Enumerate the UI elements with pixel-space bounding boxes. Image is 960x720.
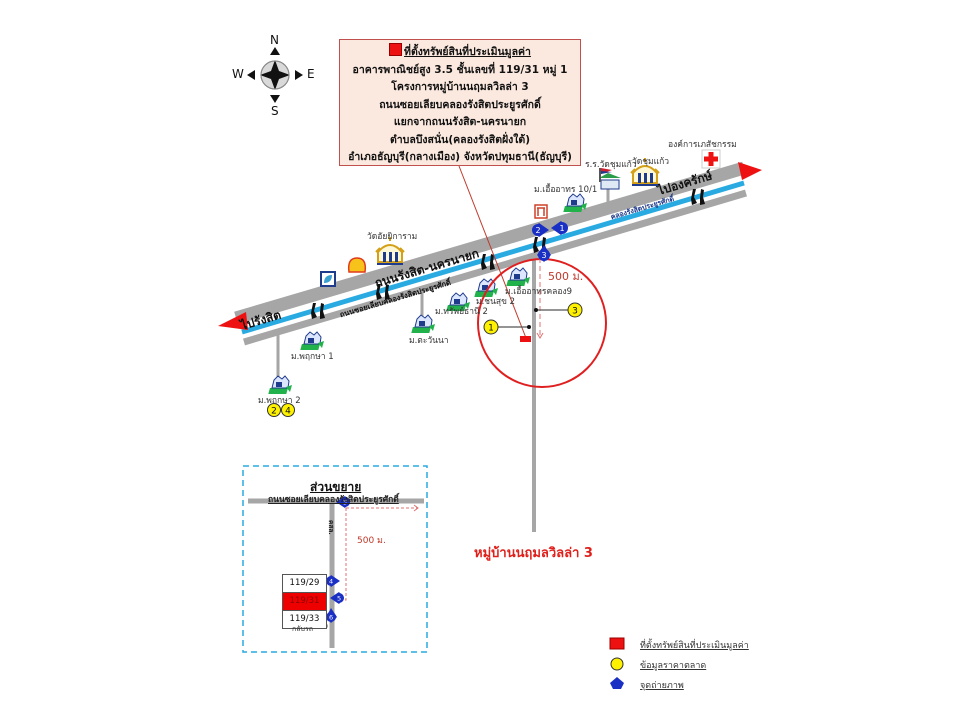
photo-point-2[interactable]: 2 [532, 223, 549, 237]
lot-119-31-subject: 119/31 [282, 592, 327, 611]
info-line: อาคารพาณิชย์สูง 3.5 ชั้นเลขที่ 119/31 หม… [352, 63, 568, 76]
photo-point-3[interactable]: 3 [537, 245, 551, 262]
legend-label: ที่ตั้งทรัพย์สินที่ประเมินมูลค่า [640, 641, 749, 651]
canal-road [243, 189, 747, 346]
photo-point-4[interactable]: 4 [326, 575, 340, 587]
photo-point-5[interactable]: 5 [330, 592, 344, 604]
village-label: ม.พฤกษา 2 [258, 396, 301, 406]
bank-icon [320, 271, 336, 287]
compass-rose [247, 47, 303, 103]
village-label: ม.ตะวันนา [409, 336, 449, 346]
inset-title: ส่วนขยาย [310, 480, 362, 494]
info-line: แยกจากถนนรังสิต-นครนายก [393, 116, 527, 128]
photo-point-6[interactable]: 6 [326, 608, 337, 623]
village-label: ม.ชนสุข 2 [476, 297, 515, 307]
village-icon [267, 375, 293, 395]
inset-border [242, 465, 428, 653]
property-info-box: ที่ตั้งทรัพย์สินที่ประเมินมูลค่า อาคารพา… [339, 39, 581, 166]
lot-119-33: 119/33 [282, 610, 327, 629]
legend-label: จุดถ่ายภาพ [640, 681, 684, 691]
inset-side-road-label: คสล. [327, 520, 335, 535]
compass-east: E [307, 67, 315, 81]
legend-yellow-circle-icon [610, 657, 624, 671]
village-icon [299, 331, 325, 351]
svg-text:2: 2 [535, 226, 540, 235]
main-road [234, 161, 746, 325]
info-line: ถนนซอยเลียบคลองรังสิตประยูรศักดิ์ [379, 98, 541, 111]
temple-label: วัดชุมแก้ว [632, 157, 670, 167]
svg-text:1: 1 [559, 224, 564, 233]
photo-point-1[interactable]: 1 [551, 221, 568, 235]
village-label: ม.เอื้ออาทรคลอง9 [505, 287, 573, 297]
landmark-tower-icon [534, 204, 548, 219]
info-line: อำเภอธัญบุรี(กลางเมือง) จังหวัดปทุมธานี(… [348, 151, 572, 163]
compass-north: N [270, 33, 279, 47]
legend: ที่ตั้งทรัพย์สินที่ประเมินมูลค่า ข้อมูลร… [606, 635, 749, 695]
market-data-marker-4[interactable]: 4 [281, 403, 295, 417]
school-icon [599, 168, 621, 190]
legend-red-square-icon [609, 637, 625, 650]
market-data-marker-1[interactable]: 1 [483, 319, 499, 335]
village-label: ม.เอื้ออาทร 10/1 [534, 185, 598, 195]
photo-point-3-inset[interactable]: 3 [336, 496, 350, 508]
subject-village-label: หมู่บ้านนฤมลวิลล่า 3 [474, 546, 593, 561]
svg-text:1: 1 [488, 324, 494, 334]
info-line: โครงการหมู่บ้านนฤมลวิลล่า 3 [391, 81, 529, 93]
compass-west: W [232, 67, 244, 81]
school-label: ร.ร.วัดชุมแก้ว [585, 160, 637, 170]
subject-property-marker [520, 336, 531, 342]
distance-label: 500 ม. [548, 270, 584, 283]
svg-text:6: 6 [329, 614, 333, 622]
svg-text:3: 3 [572, 307, 578, 317]
inset-lane-end-label: กลับรถ [292, 625, 313, 633]
svg-text:5: 5 [337, 595, 341, 603]
svg-text:4: 4 [285, 407, 291, 417]
village-icon [410, 314, 436, 334]
red-cross-label: องค์การเภสัชกรรม [668, 140, 737, 150]
inset-distance-label: 500 ม. [357, 536, 386, 546]
svg-text:2: 2 [271, 407, 277, 417]
market-data-marker-2[interactable]: 2 [267, 403, 281, 417]
legend-blue-pentagon-icon [610, 677, 624, 689]
inset-road-label: ถนนซอยเลียบคลองรังสิตประยูรศักดิ์ [268, 495, 399, 505]
svg-text:3: 3 [343, 499, 347, 507]
arrow-west-icon [218, 312, 248, 330]
arrow-east-icon [738, 162, 762, 180]
legend-label: ข้อมูลราคาตลาด [640, 661, 707, 671]
svg-text:3: 3 [541, 251, 546, 260]
compass-south: S [271, 104, 279, 118]
village-label: ม.พฤกษา 1 [291, 352, 334, 362]
leader-line [458, 165, 527, 339]
market-data-marker-3[interactable]: 3 [567, 302, 583, 318]
village-label: ม.ทรัพย์ธานี 2 [435, 307, 488, 317]
red-cross-icon [701, 149, 721, 169]
info-title: ที่ตั้งทรัพย์สินที่ประเมินมูลค่า [404, 46, 531, 58]
lot-119-29: 119/29 [282, 574, 327, 593]
svg-text:4: 4 [329, 578, 333, 586]
info-line: ตำบลบึงสนั่น(คลองรังสิตฝั่งใต้) [389, 133, 531, 146]
subject-square-icon [389, 43, 403, 56]
shell-station-icon [347, 257, 367, 273]
temple-label: วัดอัยยิการาม [367, 232, 418, 242]
